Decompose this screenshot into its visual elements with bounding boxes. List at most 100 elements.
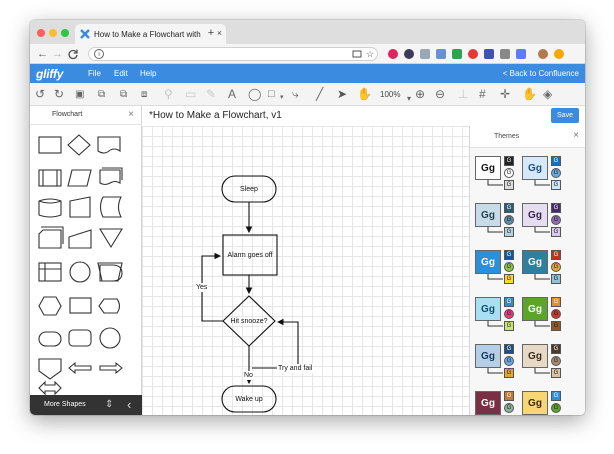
zoom-out-icon[interactable]: ⊖: [435, 87, 446, 101]
forward-icon[interactable]: →: [52, 48, 63, 60]
more-shapes-bar[interactable]: More Shapes ⇕ ‹: [30, 395, 142, 415]
card-shape[interactable]: [38, 226, 64, 249]
ellipse-tool-icon[interactable]: ◯: [248, 87, 262, 101]
right-arrow-shape[interactable]: [99, 361, 123, 375]
database-shape[interactable]: [38, 198, 62, 218]
document-shape[interactable]: [97, 136, 121, 154]
avatar[interactable]: [538, 49, 548, 59]
merge-shape[interactable]: [99, 228, 123, 249]
comment-icon[interactable]: ▭: [185, 87, 197, 101]
snap-icon[interactable]: ✛: [500, 87, 511, 101]
diagram-canvas[interactable]: Sleep Alarm goes off Hit snooze? Wake up…: [142, 126, 469, 415]
site-info-icon[interactable]: i: [94, 49, 104, 59]
manual-operation-shape[interactable]: [68, 229, 92, 249]
document-extension-icon[interactable]: [420, 49, 430, 59]
pointer-tool-icon[interactable]: ➤: [337, 87, 348, 101]
pan-tool-icon[interactable]: ✋: [357, 87, 372, 101]
off-page-connector-shape[interactable]: [38, 358, 62, 380]
link-icon[interactable]: ⚲: [164, 87, 173, 101]
predefined-process-shape[interactable]: [38, 169, 62, 187]
cast-icon[interactable]: [352, 50, 362, 59]
format-painter-icon[interactable]: ✎: [206, 87, 217, 101]
grid-icon[interactable]: #: [479, 87, 486, 101]
data-shape[interactable]: [67, 169, 92, 187]
menu-help[interactable]: Help: [140, 69, 157, 78]
ungroup-icon[interactable]: ⧈: [141, 89, 148, 100]
zoom-chevron-icon[interactable]: ▾: [407, 94, 412, 103]
hand-icon[interactable]: ✋: [522, 87, 537, 101]
redo-icon[interactable]: ↻: [54, 87, 65, 101]
collapse-panel-icon[interactable]: ‹: [127, 397, 132, 412]
rounded-rect-shape[interactable]: [68, 329, 92, 347]
library-close-icon[interactable]: ×: [128, 109, 134, 120]
line-tool-icon[interactable]: ╱: [316, 87, 324, 101]
connector-circle-shape[interactable]: [99, 327, 121, 349]
maximize-window-button[interactable]: [61, 29, 69, 37]
wake-node[interactable]: [221, 385, 277, 413]
rect-outline-shape[interactable]: [69, 297, 92, 314]
save-button[interactable]: Save: [551, 108, 579, 123]
themes-close-icon[interactable]: ×: [573, 130, 579, 141]
process-shape[interactable]: [38, 136, 62, 154]
zoom-level[interactable]: 100%: [380, 90, 401, 99]
close-window-button[interactable]: [37, 29, 45, 37]
connector-tool-icon[interactable]: ⤷: [292, 87, 299, 101]
group-icon[interactable]: ⧉: [120, 89, 128, 100]
expand-collapse-icon[interactable]: ⇕: [105, 399, 114, 410]
rectangle-tool-icon[interactable]: □: [268, 88, 275, 100]
pocket-extension-icon[interactable]: [516, 49, 526, 59]
pinterest-extension-icon[interactable]: [388, 49, 398, 59]
circle-shape[interactable]: [69, 261, 91, 283]
document-title[interactable]: *How to Make a Flowchart, v1: [149, 110, 282, 121]
menu-edit[interactable]: Edit: [114, 69, 128, 78]
stored-data-shape[interactable]: [99, 196, 122, 218]
display-shape[interactable]: [98, 298, 121, 314]
hexagon-shape[interactable]: [38, 296, 62, 316]
record-extension-icon[interactable]: [468, 49, 478, 59]
trapezoid-shape[interactable]: [97, 262, 123, 282]
url-field[interactable]: i ☆: [88, 47, 378, 61]
text-tool-icon[interactable]: A: [228, 87, 237, 101]
plus-extension-icon[interactable]: [452, 49, 462, 59]
terminator-shape[interactable]: [38, 331, 62, 347]
back-icon[interactable]: ←: [37, 48, 48, 60]
manual-input-shape[interactable]: [69, 196, 91, 218]
update-icon[interactable]: [554, 49, 564, 59]
tab-close-icon[interactable]: ×: [216, 28, 222, 38]
star-icon[interactable]: ☆: [366, 49, 375, 59]
browser-tab[interactable]: How to Make a Flowchart with ×: [75, 24, 226, 44]
moon-extension-icon[interactable]: [404, 49, 414, 59]
shield-extension-icon[interactable]: [500, 49, 510, 59]
internal-storage-shape[interactable]: [38, 262, 62, 282]
undo-icon[interactable]: ↺: [35, 87, 46, 101]
image-icon[interactable]: ▣: [75, 89, 85, 100]
chevron-down-icon[interactable]: ▾: [280, 94, 284, 101]
double-arrow-shape[interactable]: [38, 380, 62, 395]
multi-document-shape[interactable]: [99, 167, 123, 186]
new-tab-button[interactable]: +: [204, 26, 218, 40]
zoom-in-icon[interactable]: ⊕: [415, 87, 426, 101]
left-arrow-shape[interactable]: [68, 361, 92, 375]
decision-shape[interactable]: [67, 134, 91, 156]
layers-icon[interactable]: ◈: [543, 87, 553, 101]
grammar-extension-icon[interactable]: [484, 49, 494, 59]
duplicate-icon[interactable]: ⧉: [98, 89, 106, 100]
menu-file[interactable]: File: [88, 69, 101, 78]
align-icon[interactable]: ⊥: [458, 87, 469, 101]
delay-shape[interactable]: [99, 264, 123, 282]
alarm-node[interactable]: [222, 234, 278, 276]
reload-icon[interactable]: [67, 48, 79, 60]
back-to-confluence-link[interactable]: < Back to Confluence: [502, 69, 579, 78]
minimize-window-button[interactable]: [49, 29, 57, 37]
